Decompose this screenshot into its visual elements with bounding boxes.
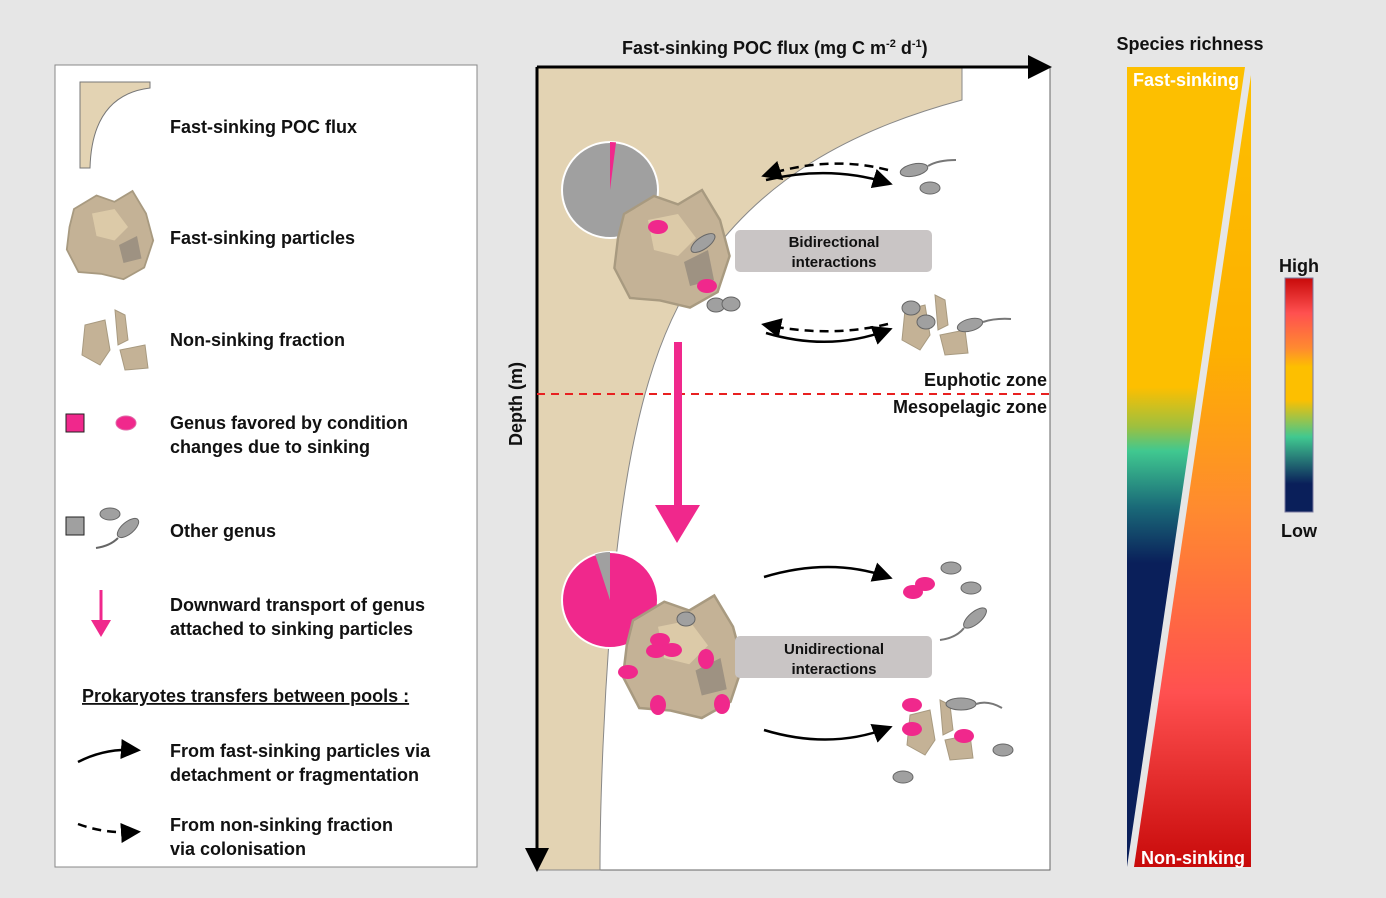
legend-downward-2: attached to sinking particles (170, 619, 413, 639)
gray-cell (956, 317, 984, 333)
colorbar-high-label: High (1279, 256, 1319, 276)
poc-flux-icon (79, 81, 151, 169)
solid-arrow-top-1 (765, 169, 893, 189)
legend-from-non-2: via colonisation (170, 839, 306, 859)
unidirectional-label-1: Unidirectional (784, 641, 884, 658)
legend-from-fast-1: From fast-sinking particles via (170, 741, 431, 761)
downward-transport-arrow (655, 342, 700, 543)
pink-cell (648, 220, 668, 234)
richness-colorbar (1284, 277, 1314, 513)
dashed-arrow-top-2 (761, 318, 889, 338)
solid-arrow-top-2 (765, 325, 893, 345)
pink-cells-bottom (618, 633, 730, 715)
euphotic-zone-label: Euphotic zone (924, 370, 1047, 390)
x-axis-label: Fast-sinking POC flux (mg C m-2 d-1) (622, 38, 928, 58)
gray-cell (721, 296, 741, 312)
colorbar-low-label: Low (1281, 521, 1318, 541)
legend-other-genus: Other genus (170, 521, 276, 541)
legend-transfers-title: Prokaryotes transfers between pools : (82, 686, 409, 706)
legend-from-non-1: From non-sinking fraction (170, 815, 393, 835)
legend-from-fast-2: detachment or fragmentation (170, 765, 419, 785)
pie-top-favored-slice (610, 142, 617, 190)
gray-cell (690, 233, 716, 253)
free-bacteria-top (899, 159, 957, 195)
legend-particles: Fast-sinking particles (170, 228, 355, 248)
bidirectional-label-1: Bidirectional (789, 234, 880, 251)
gray-bacteria-icon (95, 507, 140, 549)
bidirectional-label-2: interactions (791, 254, 876, 271)
non-sinking-label: Non-sinking (1141, 848, 1245, 868)
gray-square-icon (65, 516, 85, 536)
gray-cell (676, 611, 696, 627)
legend-downward-1: Downward transport of genus (170, 595, 425, 615)
gray-cell (901, 300, 921, 316)
pink-down-arrow-icon (91, 590, 111, 637)
mesopelagic-zone-label: Mesopelagic zone (893, 397, 1047, 417)
solid-arrow-bottom-1 (763, 562, 893, 582)
legend-genus-favored-2: changes due to sinking (170, 437, 370, 457)
y-axis-label: Depth (m) (506, 362, 526, 446)
bacteria-on-fraction-bottom (892, 697, 1014, 784)
free-bacteria-bottom (903, 561, 987, 641)
legend-non-sinking: Non-sinking fraction (170, 330, 345, 350)
pink-cell-icon (115, 415, 137, 431)
unidirectional-label-2: interactions (791, 661, 876, 678)
gray-cell (916, 314, 936, 330)
non-sinking-richness-bar (1134, 75, 1251, 867)
dashed-arrow-icon (77, 822, 141, 843)
bidirectional-box (735, 230, 932, 272)
flagellum (982, 317, 1012, 323)
pink-square-icon (65, 413, 85, 433)
solid-arrow-icon (77, 739, 141, 764)
pie-bottom-other-slice (595, 552, 610, 600)
legend-poc-flux: Fast-sinking POC flux (170, 117, 357, 137)
legend-genus-favored-1: Genus favored by condition (170, 413, 408, 433)
unidirectional-box (735, 636, 932, 678)
species-richness-title: Species richness (1116, 34, 1263, 54)
solid-arrow-bottom-2 (763, 723, 893, 743)
pink-cell (697, 279, 717, 293)
dashed-arrow-top-1 (761, 160, 889, 181)
fast-sinking-label: Fast-sinking (1133, 70, 1239, 90)
fast-sinking-richness-bar (1127, 67, 1245, 867)
